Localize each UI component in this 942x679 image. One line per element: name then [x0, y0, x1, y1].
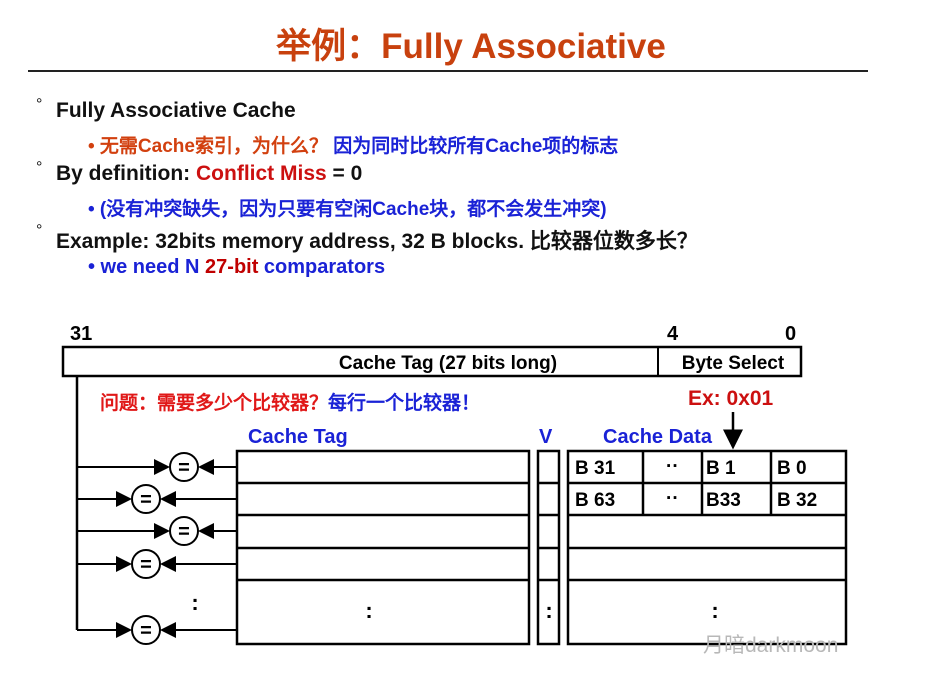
bit-31-label: 31: [70, 323, 92, 345]
svg-text:=: =: [140, 489, 152, 511]
svg-text:··: ··: [666, 488, 679, 509]
sub-bullet-no-index: • 无需Cache索引，为什么？ 因为同时比较所有Cache项的标志: [88, 131, 618, 158]
svg-text:B 0: B 0: [777, 458, 807, 479]
svg-text:=: =: [140, 620, 152, 642]
comparator-n: =: [77, 615, 237, 645]
svg-text:B33: B33: [706, 490, 741, 511]
tag-field-label: Cache Tag (27 bits long): [339, 353, 557, 374]
data-ellipsis: :: [711, 598, 718, 623]
cache-data-column-label: Cache Data: [603, 426, 713, 448]
question-text: • 无需Cache索引，为什么？: [88, 136, 328, 157]
svg-text:B 63: B 63: [575, 490, 615, 511]
bullet-marker: °: [36, 159, 43, 176]
definition-prefix: By definition:: [56, 162, 196, 185]
conflict-miss: Conflict Miss: [196, 162, 327, 185]
comparator-2: =: [77, 484, 237, 514]
data-row-2: B 63 ·· B33 B 32: [575, 488, 817, 511]
svg-text:B 31: B 31: [575, 458, 616, 479]
comparator-question: 问题：需要多少个比较器？每行一个比较器！: [100, 391, 480, 414]
comparator-3: =: [77, 516, 237, 546]
address-box: [61, 345, 803, 378]
data-row-1: B 31 ·· B 1 B 0: [575, 456, 807, 479]
svg-text:B 1: B 1: [706, 458, 736, 479]
title-divider: [28, 70, 868, 72]
svg-text:··: ··: [666, 456, 679, 477]
comparators-prefix: • we need N: [88, 256, 206, 278]
bullet-marker: °: [36, 222, 43, 239]
row-dividers: [237, 451, 846, 582]
bit-0-label: 0: [785, 323, 796, 345]
bullet-definition: By definition: Conflict Miss = 0: [56, 162, 362, 186]
example-byte-select: Ex: 0x01: [688, 387, 774, 410]
valid-ellipsis: :: [545, 598, 552, 623]
comparators-suffix: comparators: [258, 256, 386, 278]
svg-text:=: =: [178, 521, 190, 543]
answer-text: 因为同时比较所有Cache项的标志: [333, 136, 619, 157]
svg-text:=: =: [140, 554, 152, 576]
valid-column-label: V: [539, 426, 553, 448]
bit-width: 27-bit: [205, 256, 259, 278]
comparator-1: =: [77, 452, 237, 482]
svg-text:=: =: [178, 457, 190, 479]
byte-select-label: Byte Select: [682, 353, 785, 374]
tag-ellipsis: :: [365, 598, 372, 623]
watermark: 月暗darkmoon: [703, 634, 838, 657]
bullet-fully-associative: Fully Associative Cache: [56, 99, 296, 122]
slide-title: 举例：Fully Associative: [276, 27, 666, 66]
svg-text:B 32: B 32: [777, 490, 817, 511]
comparator-4: =: [77, 549, 237, 579]
bullet-example: Example: 32bits memory address, 32 B blo…: [56, 230, 698, 253]
bullet-marker: °: [36, 96, 43, 113]
definition-suffix: = 0: [326, 162, 363, 185]
comparator-ellipsis: :: [191, 590, 198, 615]
sub-bullet-comparators: • we need N 27-bit comparators: [88, 256, 385, 279]
bit-4-label: 4: [667, 323, 679, 345]
sub-bullet-no-conflict: • (没有冲突缺失，因为只要有空闲Cache块，都不会发生冲突): [88, 199, 607, 220]
cache-tag-column-label: Cache Tag: [248, 426, 348, 448]
